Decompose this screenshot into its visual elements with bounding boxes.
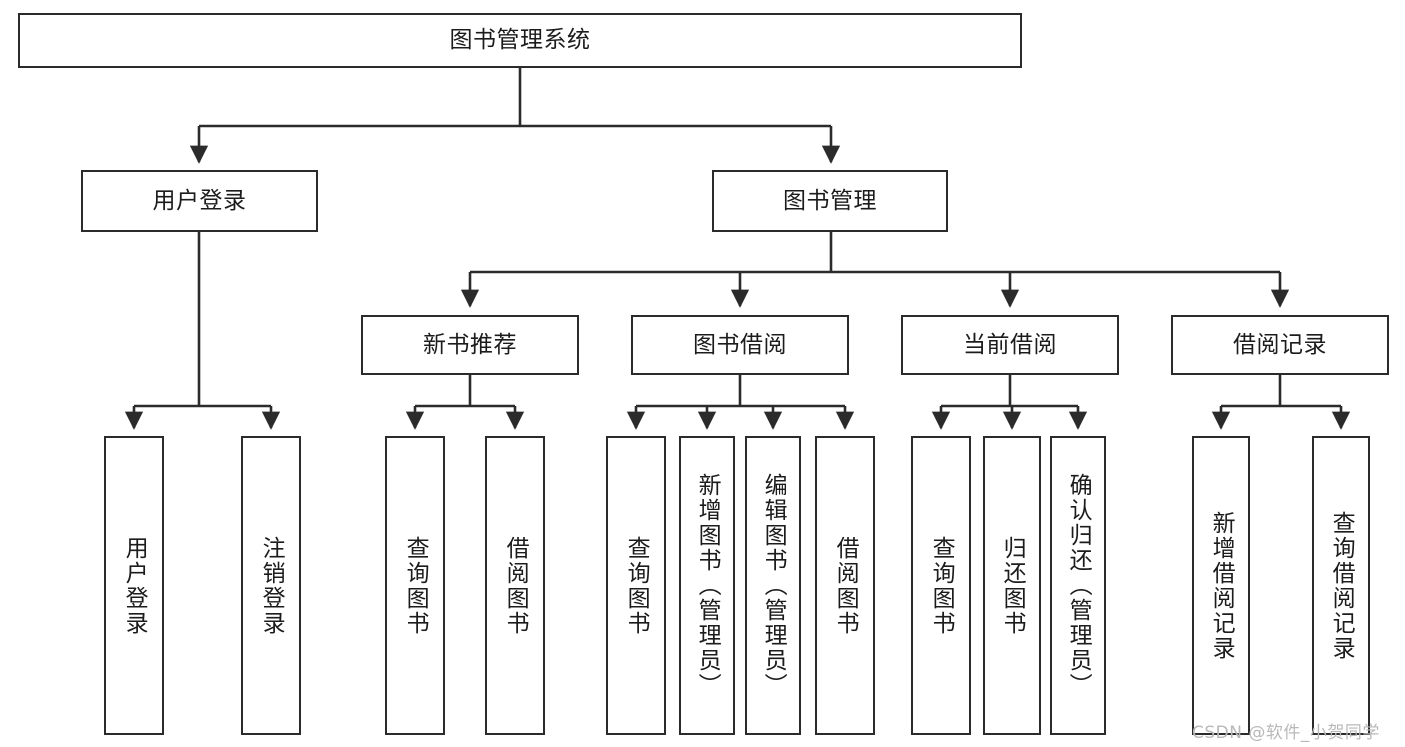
leaf-query-book-rec-label: 查询图书 [402, 535, 429, 636]
node-root-label: 图书管理系统 [449, 27, 591, 54]
node-new-book-rec-label: 新书推荐 [423, 331, 517, 358]
node-borrow-record-label: 借阅记录 [1233, 331, 1327, 358]
leaf-query-book-borrow[interactable]: 查询图书 [606, 436, 666, 735]
leaf-query-book-current-label: 查询图书 [928, 535, 955, 636]
leaf-borrow-book-rec-label: 借阅图书 [502, 535, 529, 636]
leaf-confirm-return-admin[interactable]: 确认归还（管理员） [1050, 436, 1106, 735]
leaf-borrow-book-borrow[interactable]: 借阅图书 [815, 436, 875, 735]
leaf-user-login[interactable]: 用户登录 [104, 436, 164, 735]
leaf-borrow-book-borrow-label: 借阅图书 [832, 535, 859, 636]
leaf-logout-label: 注销登录 [258, 535, 285, 636]
leaf-user-login-label: 用户登录 [121, 535, 148, 636]
node-user-login[interactable]: 用户登录 [81, 170, 318, 232]
node-book-manage[interactable]: 图书管理 [712, 170, 948, 232]
leaf-query-book-borrow-label: 查询图书 [623, 535, 650, 636]
leaf-add-borrow-record[interactable]: 新增借阅记录 [1192, 436, 1250, 735]
node-book-borrow[interactable]: 图书借阅 [631, 315, 849, 375]
leaf-query-book-current[interactable]: 查询图书 [911, 436, 971, 735]
node-current-borrow-label: 当前借阅 [963, 331, 1057, 358]
node-current-borrow[interactable]: 当前借阅 [901, 315, 1119, 375]
leaf-add-book-admin-label: 新增图书（管理员） [694, 473, 721, 698]
leaf-logout[interactable]: 注销登录 [241, 436, 301, 735]
leaf-query-book-rec[interactable]: 查询图书 [385, 436, 445, 735]
leaf-add-borrow-record-label: 新增借阅记录 [1208, 510, 1235, 661]
node-root[interactable]: 图书管理系统 [18, 13, 1022, 68]
node-book-manage-label: 图书管理 [783, 187, 877, 214]
leaf-add-book-admin[interactable]: 新增图书（管理员） [679, 436, 735, 735]
node-borrow-record[interactable]: 借阅记录 [1171, 315, 1389, 375]
node-user-login-label: 用户登录 [152, 187, 247, 214]
leaf-query-borrow-record[interactable]: 查询借阅记录 [1312, 436, 1370, 735]
leaf-confirm-return-admin-label: 确认归还（管理员） [1065, 473, 1092, 698]
leaf-edit-book-admin[interactable]: 编辑图书（管理员） [745, 436, 801, 735]
csdn-watermark: CSDN @软件_小贺同学 [1192, 723, 1380, 743]
leaf-query-borrow-record-label: 查询借阅记录 [1328, 510, 1355, 661]
leaf-borrow-book-rec[interactable]: 借阅图书 [485, 436, 545, 735]
node-book-borrow-label: 图书借阅 [693, 331, 787, 358]
leaf-edit-book-admin-label: 编辑图书（管理员） [760, 473, 787, 698]
leaf-return-book[interactable]: 归还图书 [983, 436, 1041, 735]
node-new-book-rec[interactable]: 新书推荐 [361, 315, 579, 375]
leaf-return-book-label: 归还图书 [999, 535, 1026, 636]
